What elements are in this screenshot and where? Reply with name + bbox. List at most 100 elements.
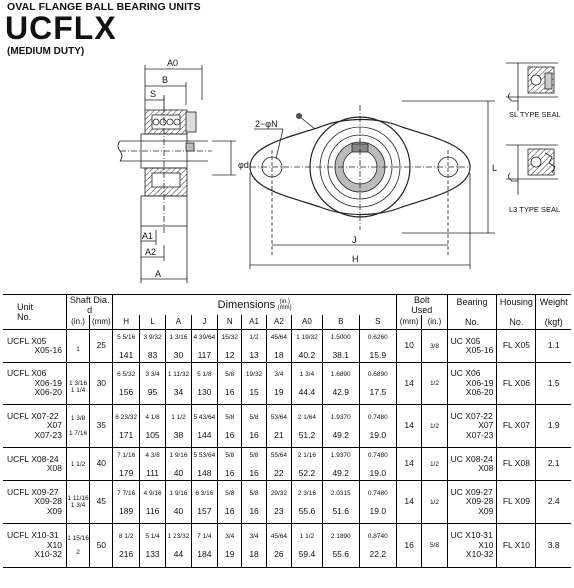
bolt-mm-header: (mm) <box>395 315 422 330</box>
weight-cell: 1.9 <box>535 404 571 449</box>
shaft-mm-cell: 40 <box>89 447 113 482</box>
weight-cell: 1.5 <box>535 362 571 406</box>
bolt-mm-cell: 14 <box>395 362 422 406</box>
col-n: N <box>217 315 242 330</box>
technical-drawing: A0 B S 2−φN φd A1 A2 A L J H SL TYPE SEA… <box>117 58 561 283</box>
label-n: 2−φN <box>255 119 278 129</box>
shaft-header: Shaft Dia.d <box>65 294 113 316</box>
housing-no-cell: FL X09 <box>496 480 536 525</box>
bolt-in-cell: 1/2 <box>421 404 448 449</box>
housing-no-cell: FL X08 <box>496 447 536 482</box>
bolt-in-cell: 1/2 <box>421 447 448 482</box>
col-a2: A2 <box>265 315 292 330</box>
col-h: H <box>112 315 140 330</box>
bolt-in-cell: 1/2 <box>421 362 448 406</box>
shaft-mm-cell: 50 <box>89 523 113 569</box>
label-a: A <box>155 269 161 279</box>
label-s: S <box>150 89 156 99</box>
category-heading: OVAL FLANGE BALL BEARING UNITS <box>7 1 201 13</box>
shaft-mm-cell: 25 <box>89 329 113 364</box>
bolt-in-cell: 5/8 <box>421 523 448 569</box>
bolt-mm-cell: 16 <box>395 523 422 569</box>
shaft-in-cell: 1 <box>65 329 90 364</box>
housing-no-cell: FL X05 <box>496 329 536 364</box>
seal-l3-label: L3 TYPE SEAL <box>509 205 560 214</box>
shaft-mm-header: (mm) <box>89 315 113 330</box>
shaft-mm-cell: 35 <box>89 404 113 449</box>
weight-cell: 2.1 <box>535 447 571 482</box>
weight-cell: 2.4 <box>535 480 571 525</box>
label-l: L <box>492 163 497 173</box>
label-a0: A0 <box>167 58 178 68</box>
shaft-mm-cell: 30 <box>89 362 113 406</box>
col-a0: A0 <box>291 315 323 330</box>
duty-subtitle: (MEDIUM DUTY) <box>7 46 85 57</box>
shaft-in-cell: 1 1/2 <box>65 447 90 482</box>
weight-header: Weight(kgf) <box>535 294 571 330</box>
label-a1: A1 <box>142 231 153 241</box>
seal-sl-label: SL TYPE SEAL <box>509 110 561 119</box>
bolt-mm-cell: 14 <box>395 447 422 482</box>
bolt-mm-cell: 14 <box>395 404 422 449</box>
label-b: B <box>162 75 168 85</box>
weight-cell: 3.8 <box>535 523 571 569</box>
